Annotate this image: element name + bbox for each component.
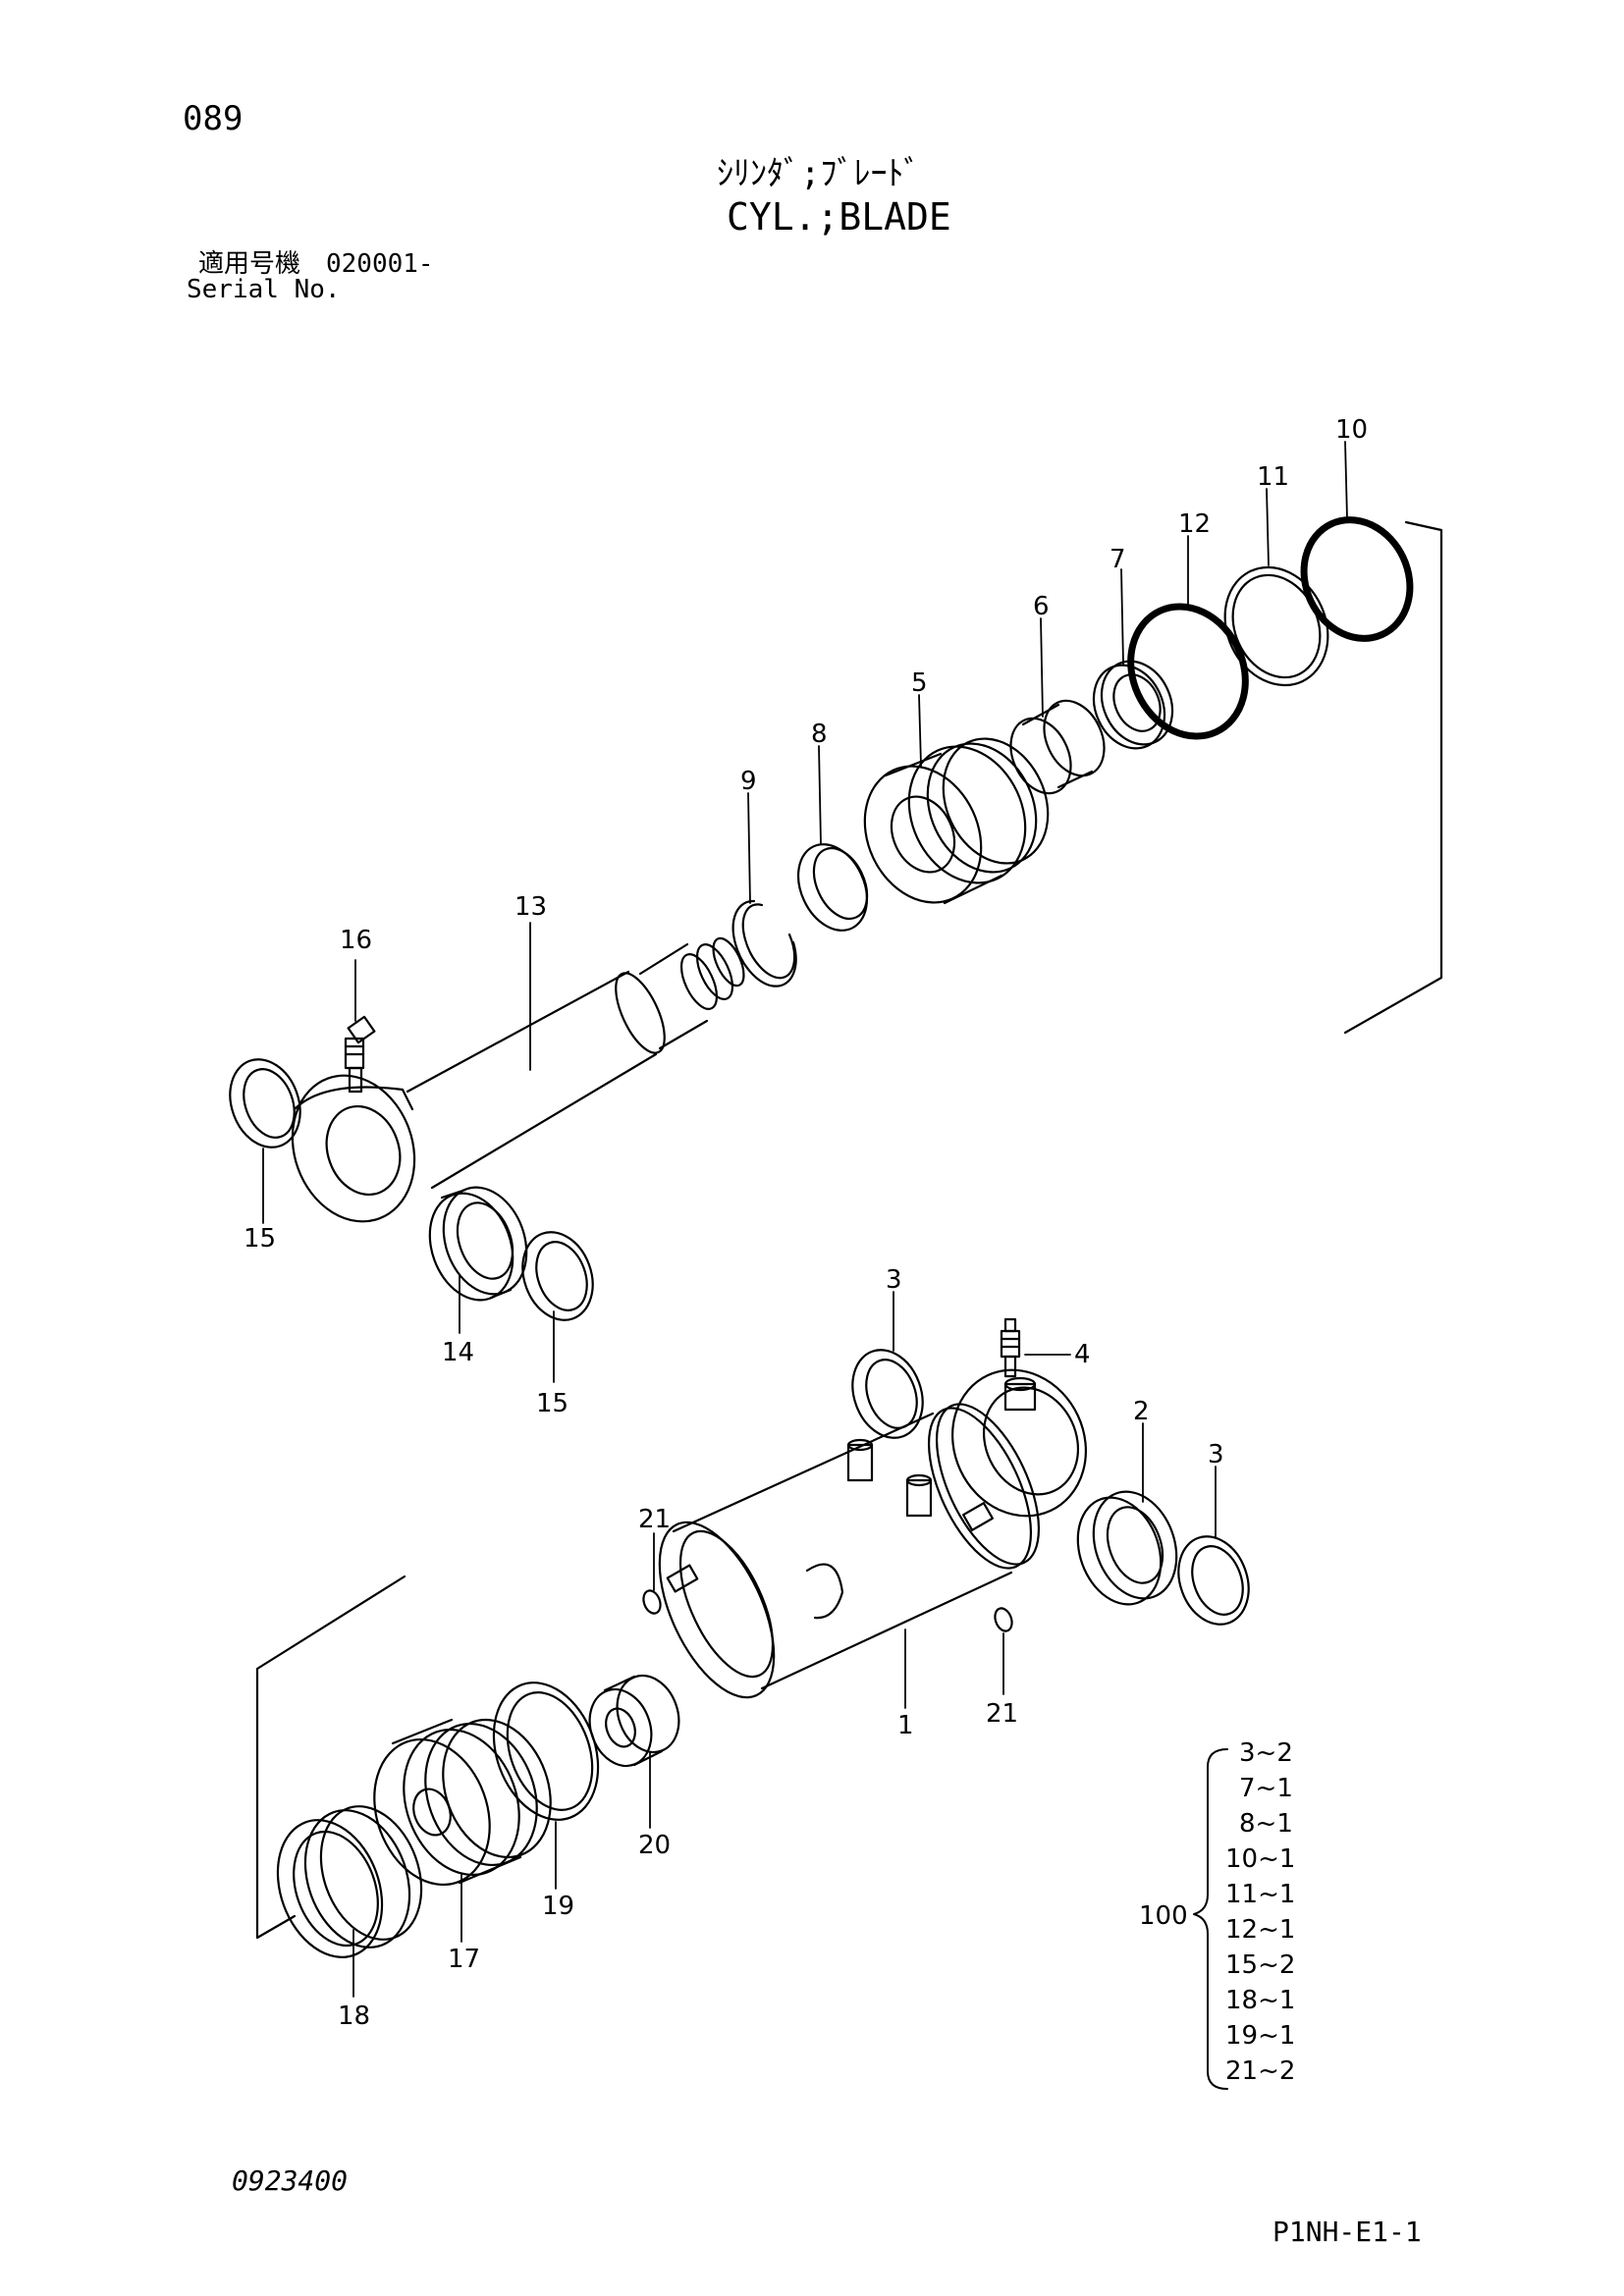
- part-cylinder-tube-1: [658, 1368, 1087, 1699]
- title-english: CYL.;BLADE: [727, 195, 951, 239]
- callout-4: 4: [1074, 1340, 1091, 1369]
- page-code: P1NH-E1-1: [1272, 2216, 1422, 2248]
- part-gland-5: [863, 737, 1050, 905]
- callout-21-a: 21: [638, 1505, 671, 1534]
- part-o-ring-10: [1300, 516, 1414, 642]
- kit-item: 11~1: [1225, 1880, 1295, 1909]
- callout-3-a: 3: [886, 1265, 902, 1295]
- part-piston-rod-13: [291, 936, 745, 1223]
- kit-item: 21~2: [1225, 2056, 1295, 2086]
- callout-12: 12: [1178, 509, 1211, 539]
- page-number: 089: [183, 99, 244, 138]
- part-grease-fitting-4: [1000, 1317, 1021, 1378]
- serial-label-english: Serial No.: [187, 275, 341, 304]
- upper-group-bracket: [1343, 520, 1443, 1035]
- serial-label-japanese: 適用号機 020001-: [198, 249, 434, 279]
- lower-group-bracket: [255, 1575, 406, 1940]
- callout-10: 10: [1335, 415, 1368, 445]
- part-o-ring-21-b: [994, 1607, 1013, 1632]
- callout-2: 2: [1133, 1397, 1150, 1426]
- drawing-number: 0923400: [232, 2164, 349, 2197]
- part-nut-20: [588, 1674, 680, 1768]
- kit-item: 12~1: [1225, 1915, 1295, 1945]
- callout-7: 7: [1110, 545, 1126, 574]
- callout-18: 18: [338, 2002, 370, 2031]
- kit-item: 19~1: [1225, 2021, 1295, 2051]
- callout-6: 6: [1033, 592, 1050, 621]
- kit-item: 7~1: [1239, 1774, 1293, 1803]
- part-bushing-2: [1076, 1490, 1178, 1606]
- part-bushing-14: [428, 1186, 528, 1302]
- callout-13: 13: [514, 892, 547, 922]
- callout-15-a: 15: [244, 1224, 276, 1254]
- kit-item: 3~2: [1239, 1738, 1293, 1768]
- kit-item: 8~1: [1239, 1809, 1293, 1839]
- callout-5: 5: [911, 668, 928, 698]
- callout-11: 11: [1257, 462, 1289, 492]
- part-grease-fitting-16: [344, 1015, 376, 1094]
- callout-labels: 10 11 12 7 6 5 8 9 13 16 15 14 15 3 4 2 …: [244, 415, 1368, 2086]
- part-seal-7: [1092, 660, 1174, 750]
- callout-9: 9: [740, 767, 757, 796]
- part-o-ring-21-a: [642, 1589, 662, 1615]
- part-o-ring-12: [1127, 603, 1249, 740]
- callout-20: 20: [638, 1831, 671, 1860]
- part-piston-17: [373, 1718, 552, 1887]
- callout-15-b: 15: [536, 1389, 568, 1418]
- callout-19: 19: [542, 1892, 574, 1921]
- part-seal-3-b: [1177, 1535, 1250, 1626]
- callout-16: 16: [340, 926, 372, 955]
- part-snap-ring-9: [731, 899, 797, 988]
- kit-item: 18~1: [1225, 1986, 1295, 2015]
- callout-3-b: 3: [1208, 1440, 1224, 1469]
- kit-item: 15~2: [1225, 1950, 1295, 1980]
- kit-number: 100: [1139, 1901, 1188, 1931]
- title-japanese: ｼﾘﾝﾀﾞ;ﾌﾞﾚｰﾄﾞ: [717, 154, 921, 193]
- callout-17: 17: [448, 1945, 480, 1974]
- kit-brace: [1193, 1748, 1228, 2090]
- part-seal-15-a: [229, 1058, 301, 1148]
- part-bushing-6: [1009, 699, 1106, 795]
- part-seal-3-a: [851, 1349, 924, 1439]
- part-bushing-18: [276, 1805, 423, 1958]
- callout-1: 1: [897, 1711, 914, 1740]
- kit-item: 10~1: [1225, 1844, 1295, 1874]
- callout-21-b: 21: [986, 1699, 1018, 1729]
- part-seal-19: [492, 1682, 600, 1821]
- leader-lines: [262, 441, 1348, 1998]
- part-seal-15-b: [521, 1231, 594, 1321]
- callout-14: 14: [442, 1338, 474, 1367]
- part-seal-8: [796, 843, 869, 932]
- callout-8: 8: [811, 720, 828, 749]
